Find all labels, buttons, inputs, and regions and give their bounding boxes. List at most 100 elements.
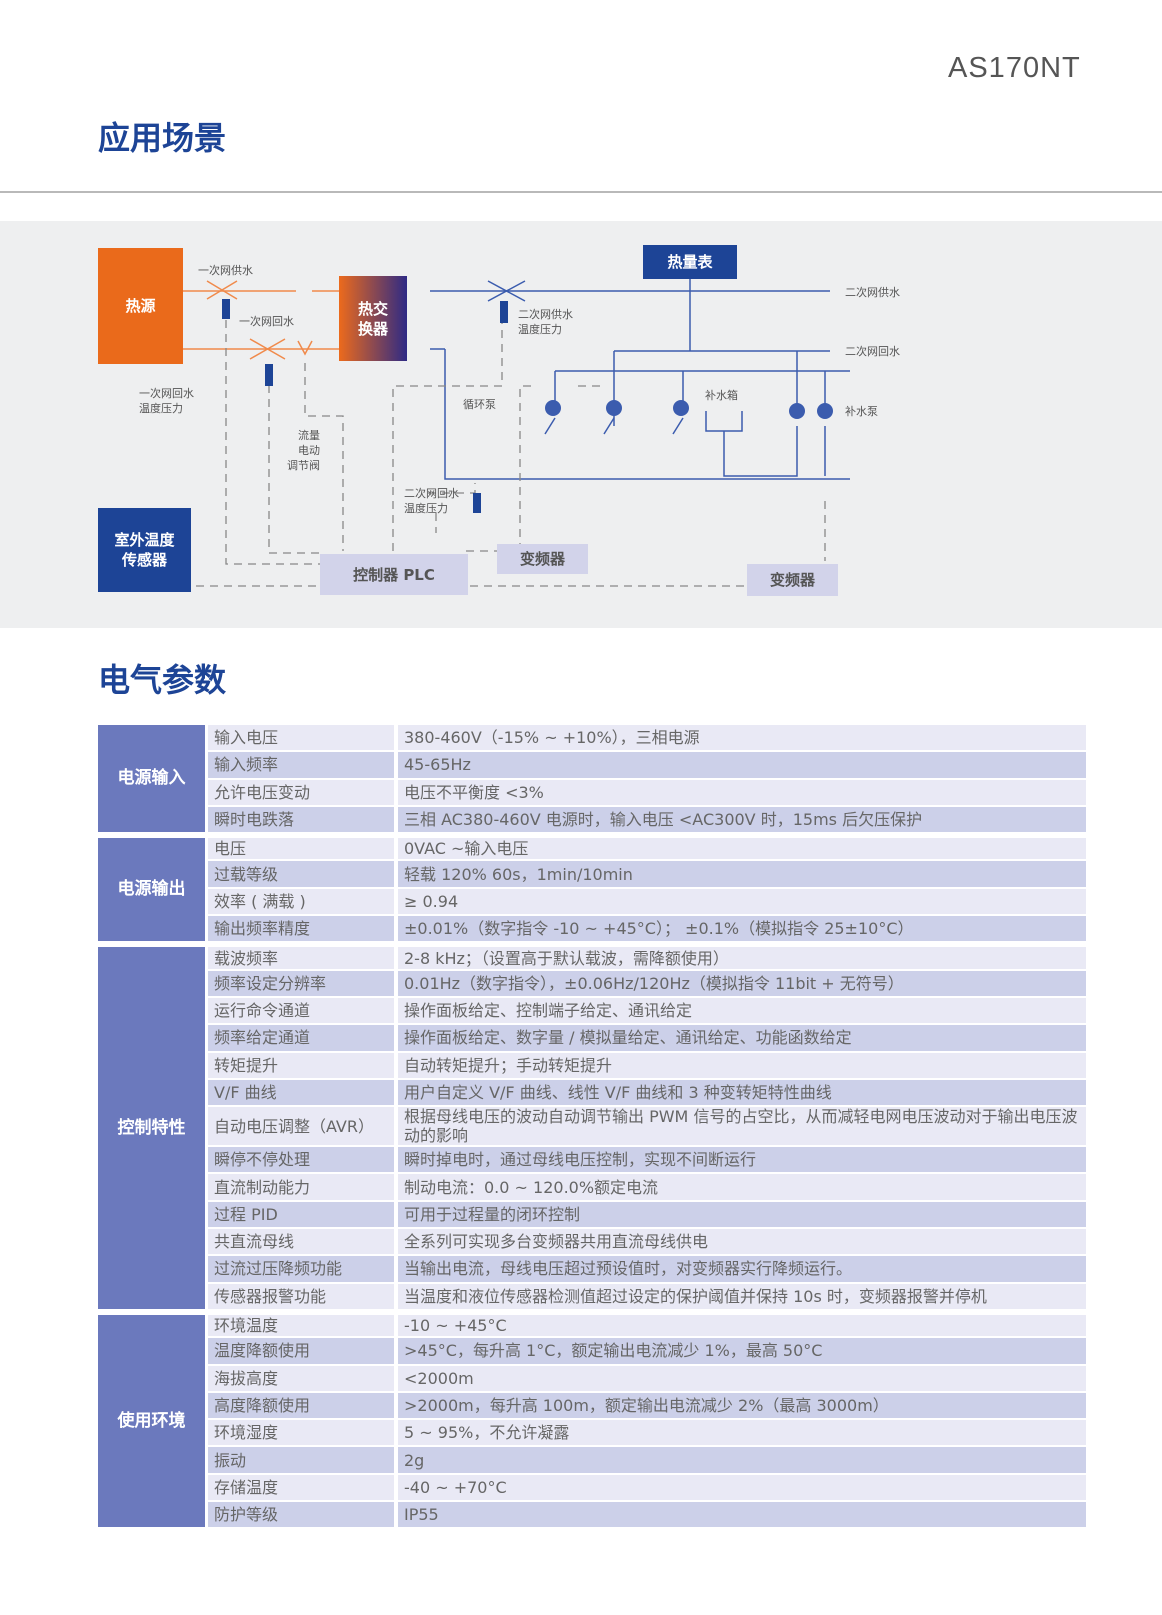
- section-title-application: 应用场景: [98, 119, 227, 157]
- param-value: 2-8 kHz；（设置高于默认载波，需降额使用）: [398, 943, 1086, 969]
- param-value: >2000m，每升高 100m，额定输出电流减少 2%（最高 3000m）: [398, 1392, 1086, 1419]
- label-secondary-return: 二次网回水: [845, 345, 900, 358]
- table-row: 高度降额使用>2000m，每升高 100m，额定输出电流减少 2%（最高 300…: [98, 1392, 1086, 1419]
- table-row: 瞬时电跌落三相 AC380-460V 电源时，输入电压 <AC300V 时，15…: [98, 806, 1086, 833]
- param-name: 运行命令通道: [208, 997, 398, 1024]
- param-name: 频率给定通道: [208, 1025, 398, 1051]
- param-name: 海拔高度: [208, 1365, 398, 1391]
- param-name: 过载等级: [208, 861, 398, 887]
- param-name: 高度降额使用: [208, 1392, 398, 1419]
- param-name: 瞬停不停处理: [208, 1147, 398, 1173]
- param-value: -40 ~ +70°C: [398, 1474, 1086, 1501]
- param-name: 频率设定分辨率: [208, 970, 398, 996]
- heat-meter-box: 热量表: [643, 245, 737, 279]
- param-value: 当温度和液位传感器检测值超过设定的保护阈值并保持 10s 时，变频器报警并停机: [398, 1283, 1086, 1309]
- table-row: 海拔高度<2000m: [98, 1365, 1086, 1391]
- label-primary-return: 一次网回水: [239, 315, 294, 328]
- label-circulation-pump: 循环泵: [463, 398, 496, 411]
- param-name: 共直流母线: [208, 1229, 398, 1255]
- param-name: 环境湿度: [208, 1420, 398, 1446]
- param-name: 过程 PID: [208, 1201, 398, 1228]
- param-value: 2g: [398, 1447, 1086, 1473]
- group-label: 电源输出: [98, 834, 208, 942]
- vfd-box-1: 变频器: [497, 544, 588, 574]
- param-name: 输入频率: [208, 752, 398, 778]
- param-name: 温度降额使用: [208, 1338, 398, 1364]
- param-name: 自动电压调整（AVR）: [208, 1107, 398, 1146]
- param-value: 三相 AC380-460V 电源时，输入电压 <AC300V 时，15ms 后欠…: [398, 806, 1086, 833]
- param-value: 380-460V（-15% ~ +10%），三相电源: [398, 725, 1086, 751]
- table-row: 存储温度-40 ~ +70°C: [98, 1474, 1086, 1501]
- param-value: 自动转矩提升；手动转矩提升: [398, 1052, 1086, 1078]
- param-value: ≥ 0.94: [398, 888, 1086, 915]
- group-label: 控制特性: [98, 943, 208, 1309]
- param-value: 0.01Hz（数字指令），±0.06Hz/120Hz（模拟指令 11bit + …: [398, 970, 1086, 996]
- param-name: 载波频率: [208, 943, 398, 969]
- param-name: 防护等级: [208, 1502, 398, 1528]
- application-diagram: 热源 热交 换器 热量表 室外温度 传感器 控制器 PLC 变频器 变频器 一次…: [0, 221, 1162, 628]
- param-value: 操作面板给定、控制端子给定、通讯给定: [398, 997, 1086, 1024]
- param-value: ±0.01%（数字指令 -10 ~ +45°C）； ±0.1%（模拟指令 25±…: [398, 916, 1086, 942]
- param-name: 输出频率精度: [208, 916, 398, 942]
- outdoor-sensor-box: 室外温度 传感器: [98, 508, 191, 592]
- param-name: 传感器报警功能: [208, 1283, 398, 1309]
- table-row: 温度降额使用>45°C，每升高 1°C，额定输出电流减少 1%，最高 50°C: [98, 1338, 1086, 1364]
- param-value: 用户自定义 V/F 曲线、线性 V/F 曲线和 3 种变转矩特性曲线: [398, 1079, 1086, 1106]
- param-value: >45°C，每升高 1°C，额定输出电流减少 1%，最高 50°C: [398, 1338, 1086, 1364]
- param-name: 转矩提升: [208, 1052, 398, 1078]
- label-makeup-tank: 补水箱: [705, 389, 738, 402]
- table-row: 过流过压降频功能当输出电流，母线电压超过预设值时，对变频器实行降频运行。: [98, 1256, 1086, 1282]
- table-row: 输出频率精度±0.01%（数字指令 -10 ~ +45°C）； ±0.1%（模拟…: [98, 916, 1086, 942]
- table-row: 传感器报警功能当温度和液位传感器检测值超过设定的保护阈值并保持 10s 时，变频…: [98, 1283, 1086, 1309]
- param-value: 瞬时掉电时，通过母线电压控制，实现不间断运行: [398, 1147, 1086, 1173]
- param-value: 全系列可实现多台变频器共用直流母线供电: [398, 1229, 1086, 1255]
- param-name: 环境温度: [208, 1310, 398, 1337]
- group-label: 使用环境: [98, 1310, 208, 1528]
- param-value: 当输出电流，母线电压超过预设值时，对变频器实行降频运行。: [398, 1256, 1086, 1282]
- heat-source-box: 热源: [98, 248, 183, 364]
- table-row: 过载等级轻载 120% 60s，1min/10min: [98, 861, 1086, 887]
- plc-box: 控制器 PLC: [320, 554, 468, 595]
- param-value: IP55: [398, 1502, 1086, 1528]
- table-row: 直流制动能力制动电流：0.0 ~ 120.0%额定电流: [98, 1174, 1086, 1200]
- param-name: 存储温度: [208, 1474, 398, 1501]
- label-secondary-supply: 二次网供水: [845, 286, 900, 299]
- label-flow-valve: 流量 电动 调节阀: [287, 429, 320, 472]
- param-value: 操作面板给定、数字量 / 模拟量给定、通讯给定、功能函数给定: [398, 1025, 1086, 1051]
- param-name: 电压: [208, 834, 398, 860]
- table-row: 使用环境环境温度-10 ~ +45°C: [98, 1310, 1086, 1528]
- param-value: 5 ~ 95%，不允许凝露: [398, 1420, 1086, 1446]
- param-value: -10 ~ +45°C: [398, 1310, 1086, 1337]
- param-name: V/F 曲线: [208, 1079, 398, 1106]
- label-primary-return-tp: 一次网回水 温度压力: [139, 387, 194, 415]
- param-name: 瞬时电跌落: [208, 806, 398, 833]
- heat-exchanger-box: 热交 换器: [357, 299, 388, 338]
- param-name: 过流过压降频功能: [208, 1256, 398, 1282]
- param-name: 允许电压变动: [208, 779, 398, 805]
- param-name: 振动: [208, 1447, 398, 1473]
- param-value: 根据母线电压的波动自动调节输出 PWM 信号的占空比，从而减轻电网电压波动对于输…: [398, 1107, 1086, 1146]
- label-secondary-return-tp: 二次网回水 温度压力: [404, 487, 459, 515]
- model-number: AS170NT: [948, 52, 1081, 84]
- param-value: 制动电流：0.0 ~ 120.0%额定电流: [398, 1174, 1086, 1200]
- group-label: 电源输入: [98, 725, 208, 833]
- param-value: 可用于过程量的闭环控制: [398, 1201, 1086, 1228]
- table-row: 自动电压调整（AVR）根据母线电压的波动自动调节输出 PWM 信号的占空比，从而…: [98, 1107, 1086, 1146]
- param-value: 45-65Hz: [398, 752, 1086, 778]
- vfd-box-2: 变频器: [747, 564, 838, 596]
- table-row: 频率给定通道操作面板给定、数字量 / 模拟量给定、通讯给定、功能函数给定: [98, 1025, 1086, 1051]
- param-name: 效率 ( 满载 ): [208, 888, 398, 915]
- divider: [0, 191, 1162, 193]
- label-makeup-pump: 补水泵: [845, 405, 878, 418]
- param-value: <2000m: [398, 1365, 1086, 1391]
- label-secondary-supply-tp: 二次网供水 温度压力: [518, 308, 573, 336]
- table-row: V/F 曲线用户自定义 V/F 曲线、线性 V/F 曲线和 3 种变转矩特性曲线: [98, 1079, 1086, 1106]
